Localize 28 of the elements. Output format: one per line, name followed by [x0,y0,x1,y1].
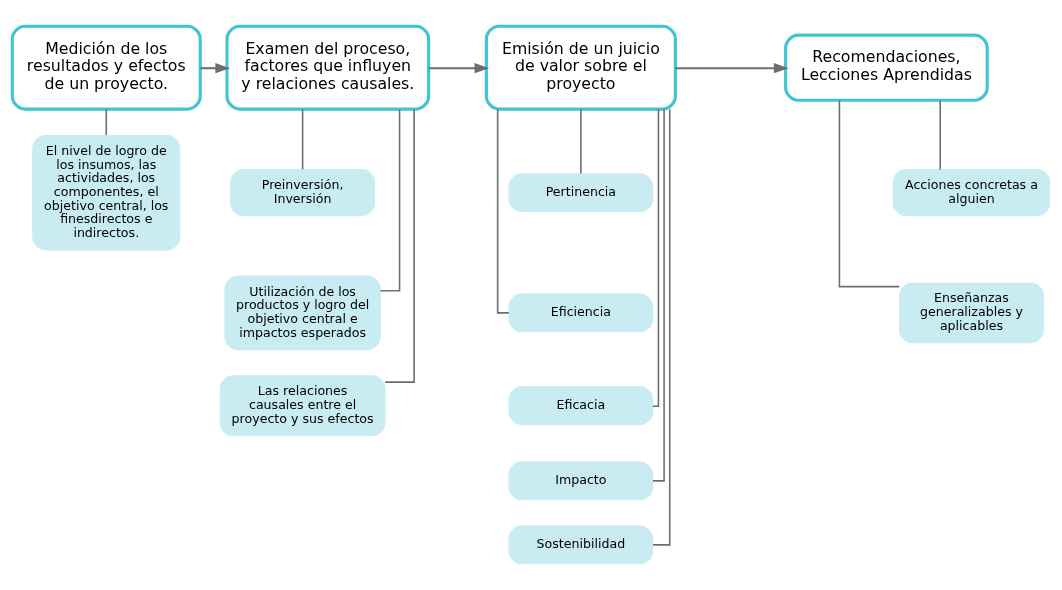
node-box: Eficiencia [508,293,654,333]
connector [301,108,304,171]
node-box: Las relaciones causales entre el proyecto y sus efectos [219,375,386,437]
node-box: Enseñanzas generalizables y aplicables [899,282,1044,344]
node-box: Utilización de los productos y logro del objetivo central e impactos esperados [224,275,381,351]
node-box: Emisión de un juicio de valor sobre el proyecto [484,24,677,111]
arrow [428,63,490,74]
node-box: Pertinencia [508,173,654,213]
connector [379,108,401,292]
node-box: Recomendaciones, Lecciones Aprendidas [784,33,989,102]
node-box: El nivel de logro de los insumos, las actividades, los componentes, el objetivo central, los finesdirectos e indirectos. [32,134,181,251]
node-box: Examen del proceso, factores que influyen y relaciones causales. [225,24,431,111]
connector [838,99,901,288]
node-box: Medición de los resultados y efectos de un proyecto. [10,24,202,111]
connector [652,108,660,408]
connector [105,108,108,136]
node-box: Eficacia [508,386,654,426]
node-box: Sostenibilidad [508,525,654,565]
node-box: Preinversión, Inversión [230,169,376,217]
connector [652,108,665,482]
connector [496,108,510,314]
node-box: Impacto [508,461,654,501]
connector [652,108,671,546]
connector [939,99,942,171]
connector [580,108,582,175]
arrow [675,63,789,74]
node-box: Acciones concretas a alguien [892,169,1051,217]
connector [384,108,415,383]
